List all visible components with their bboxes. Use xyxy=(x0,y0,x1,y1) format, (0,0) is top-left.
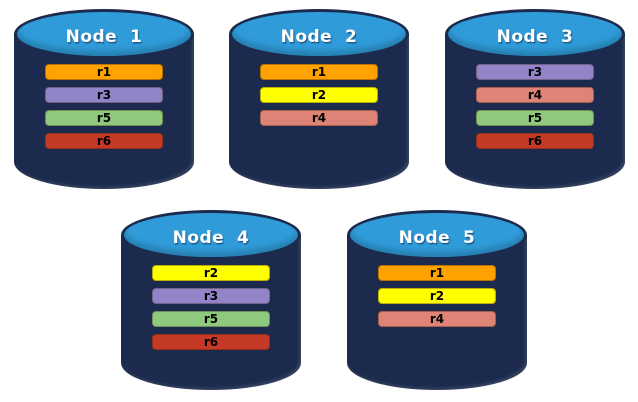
replica-bar-r3: r3 xyxy=(476,64,594,80)
replica-label: r5 xyxy=(96,111,112,125)
replica-bar-r4: r4 xyxy=(476,87,594,103)
replica-label: r3 xyxy=(203,289,219,303)
node-cylinder-2: Node 2 r1 r2 r4 xyxy=(229,9,409,189)
cylinder-top-ellipse: Node 1 xyxy=(14,9,194,59)
node-title: Node 2 xyxy=(280,26,358,47)
replica-label: r2 xyxy=(311,88,327,102)
replica-label: r1 xyxy=(429,266,445,280)
replica-bar-r1: r1 xyxy=(378,265,496,281)
replica-bar-list: r3 r4 r5 r6 xyxy=(476,64,594,149)
replica-label: r5 xyxy=(203,312,219,326)
node-cylinder-5: Node 5 r1 r2 r4 xyxy=(347,210,527,390)
node-title: Node 3 xyxy=(496,26,574,47)
replica-bar-r6: r6 xyxy=(152,334,270,350)
replica-label: r1 xyxy=(96,65,112,79)
replica-bar-r1: r1 xyxy=(45,64,163,80)
replica-bar-r2: r2 xyxy=(260,87,378,103)
replica-bar-r4: r4 xyxy=(260,110,378,126)
node-title: Node 1 xyxy=(65,26,143,47)
replica-label: r4 xyxy=(429,312,445,326)
node-title: Node 4 xyxy=(172,227,250,248)
replica-label: r4 xyxy=(311,111,327,125)
node-cylinder-3: Node 3 r3 r4 r5 r6 xyxy=(445,9,625,189)
replica-bar-r4: r4 xyxy=(378,311,496,327)
replica-label: r1 xyxy=(311,65,327,79)
replica-bar-r6: r6 xyxy=(476,133,594,149)
replica-label: r3 xyxy=(527,65,543,79)
replica-label: r2 xyxy=(429,289,445,303)
replica-bar-r5: r5 xyxy=(152,311,270,327)
replica-label: r6 xyxy=(203,335,219,349)
replica-label: r2 xyxy=(203,266,219,280)
replica-bar-r3: r3 xyxy=(152,288,270,304)
replica-bar-list: r1 r3 r5 r6 xyxy=(45,64,163,149)
cylinder-top-ellipse: Node 3 xyxy=(445,9,625,59)
replica-bar-r2: r2 xyxy=(378,288,496,304)
replica-bar-list: r1 r2 r4 xyxy=(260,64,378,126)
replica-bar-r2: r2 xyxy=(152,265,270,281)
cylinder-top-ellipse: Node 2 xyxy=(229,9,409,59)
replica-label: r6 xyxy=(527,134,543,148)
node-title: Node 5 xyxy=(398,227,476,248)
replica-label: r4 xyxy=(527,88,543,102)
replica-label: r3 xyxy=(96,88,112,102)
replica-bar-list: r2 r3 r5 r6 xyxy=(152,265,270,350)
replica-bar-r1: r1 xyxy=(260,64,378,80)
node-cylinder-4: Node 4 r2 r3 r5 r6 xyxy=(121,210,301,390)
cylinder-top-ellipse: Node 5 xyxy=(347,210,527,260)
replica-bar-r5: r5 xyxy=(476,110,594,126)
replica-label: r6 xyxy=(96,134,112,148)
replica-bar-r5: r5 xyxy=(45,110,163,126)
node-cylinder-1: Node 1 r1 r3 r5 r6 xyxy=(14,9,194,189)
replica-bar-list: r1 r2 r4 xyxy=(378,265,496,327)
replica-bar-r3: r3 xyxy=(45,87,163,103)
replica-bar-r6: r6 xyxy=(45,133,163,149)
cylinder-top-ellipse: Node 4 xyxy=(121,210,301,260)
replica-label: r5 xyxy=(527,111,543,125)
